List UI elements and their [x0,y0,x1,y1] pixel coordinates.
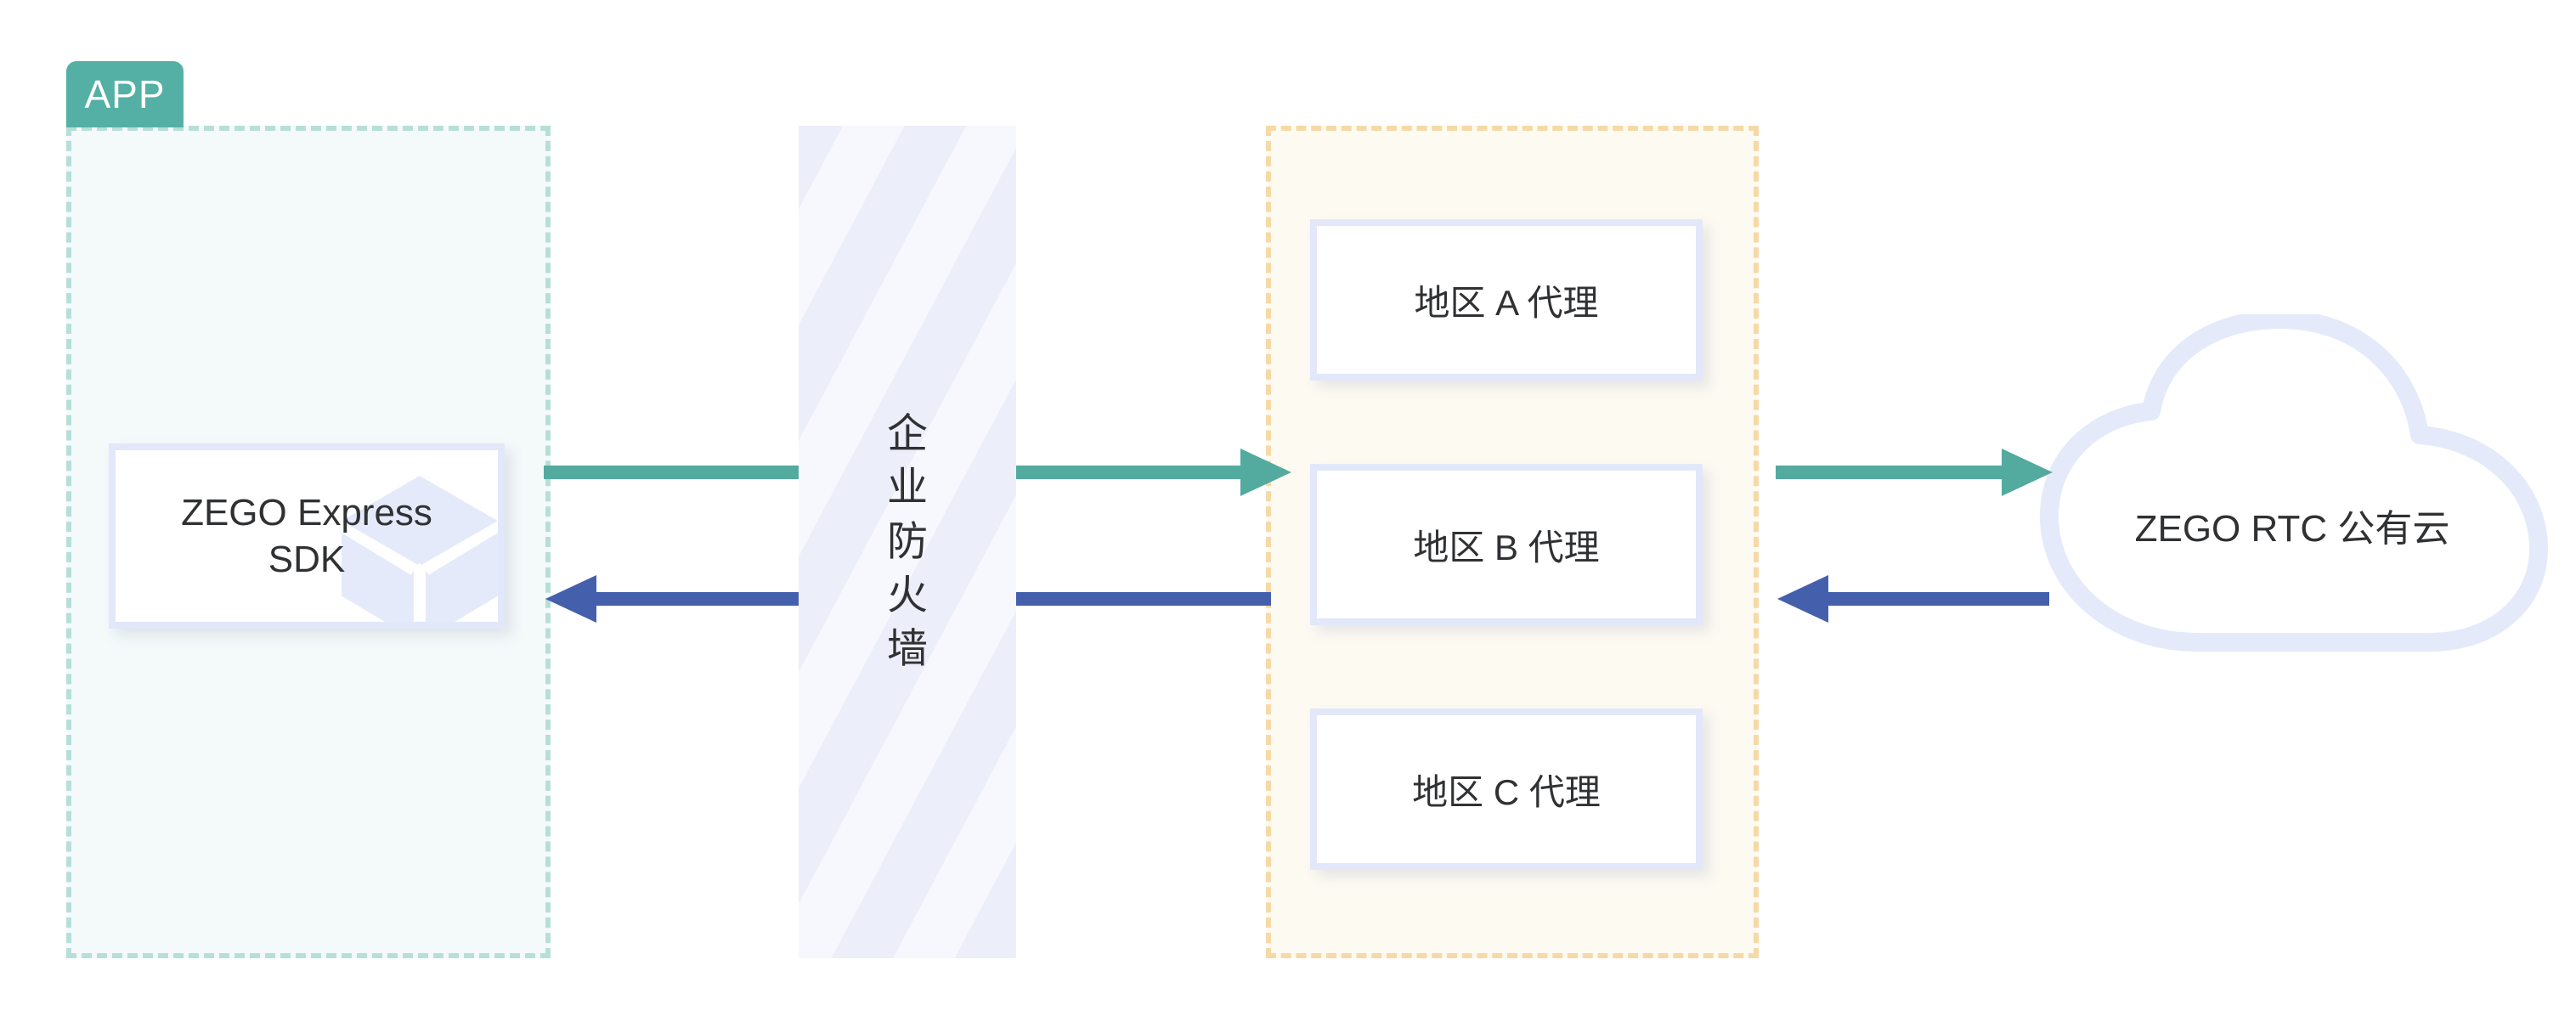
firewall-char-2: 防 [886,519,928,565]
proxy-box-region-a[interactable]: 地区 A 代理 [1310,219,1703,381]
cube-icon [342,476,498,622]
zego-express-sdk-box[interactable]: ZEGO Express SDK [109,443,505,629]
firewall-label: 企 业 防 火 墙 [799,408,1016,677]
proxy-box-region-c[interactable]: 地区 C 代理 [1310,708,1703,870]
firewall-char-3: 火 [886,573,928,618]
firewall-char-1: 业 [886,465,928,511]
app-badge: APP [66,61,184,127]
sdk-label-line1: ZEGO Express [181,491,432,533]
sdk-box-label: ZEGO Express SDK [116,450,498,622]
sdk-label-line2: SDK [268,539,346,580]
zego-rtc-public-cloud-shape[interactable] [2012,314,2573,654]
proxy-box-region-b[interactable]: 地区 B 代理 [1310,464,1703,625]
arrow-cloud-to-proxy [1777,575,2049,623]
cloud-label: ZEGO RTC 公有云 [2134,508,2450,550]
firewall-char-4: 墙 [886,627,928,673]
enterprise-firewall-band: 企 业 防 火 墙 [799,126,1016,958]
firewall-char-0: 企 [886,411,928,457]
